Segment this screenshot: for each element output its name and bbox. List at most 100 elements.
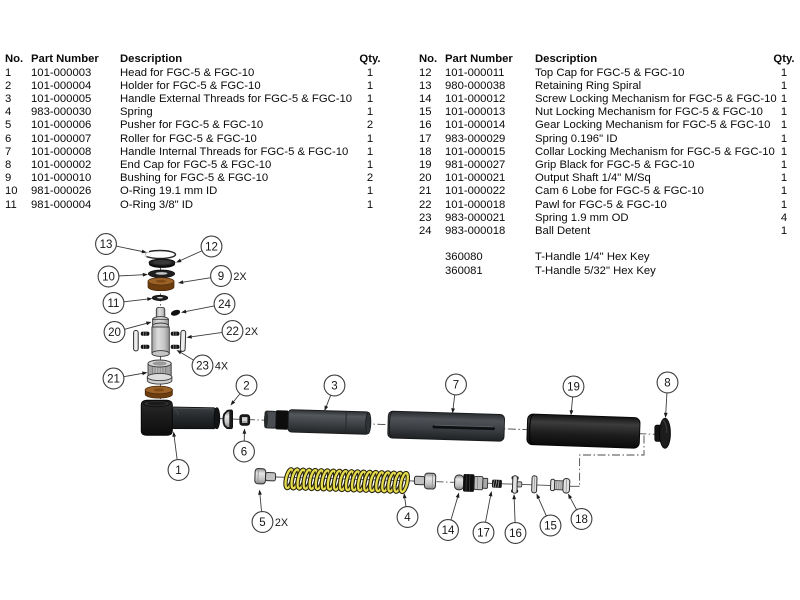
cell-qty: 1 [366,92,374,105]
part-pusher-5-right [413,472,437,490]
cell-no: 13 [419,79,432,92]
leader-arrowhead [258,489,262,495]
part-screw-locking-14-shape [454,474,465,491]
part-pusher-5-left-shape [264,471,277,482]
leader-line [513,497,516,523]
cell-no: 21 [419,185,432,198]
balloon-circle [437,519,459,541]
leader-arrowhead [324,405,329,411]
leader-line [570,396,574,412]
cell-part-number: 983-000030 [31,106,92,119]
part-bushing-9-shape [155,279,167,283]
part-spring-4 [283,467,411,495]
balloon-circle [95,233,117,255]
balloon-11: 11 [102,292,153,314]
balloon-number: 8 [664,378,670,390]
balloon-number: 22 [226,326,239,338]
leader-arrowhead [451,408,456,414]
leader-arrowhead [142,272,148,277]
leader-line [118,274,145,277]
balloon-number: 12 [205,242,218,254]
leader-arrowhead [512,494,517,500]
leader-arrowhead [488,491,493,497]
balloon-circle [103,321,126,343]
cell-no: 6 [5,132,12,145]
balloon-circle [97,265,120,288]
part-o-ring-10 [147,269,176,278]
leader-arrowhead [147,297,153,301]
cell-part-number: 101-000011 [445,66,505,79]
part-output-shaft-20 [151,307,170,357]
balloon-circle [539,514,562,537]
leader-line [325,395,332,408]
part-pawl-22-left-shape [133,329,139,352]
cell-part-number: 101-000005 [31,92,92,105]
part-collar-locking-18-shape [565,478,567,493]
part-pawl-22-right [179,329,187,352]
part-screw-locking-14-shape [462,474,475,492]
leader-line [537,496,547,517]
cell-qty: 1 [366,158,374,171]
cell-part-number: 360081 [445,264,483,277]
part-bushing-9-lower-shape [153,388,165,392]
part-handle-external-threads-3-shape [275,410,289,430]
part-screw-locking-14-shape [465,474,471,492]
balloon-number: 18 [575,514,588,526]
cell-qty: 1 [780,92,788,105]
balloon-number: 2 [243,381,249,393]
cell-description: T-Handle 5/32" Hex Key [535,264,656,277]
cell-no: 15 [419,106,432,119]
cell-no: 10 [5,185,18,198]
leader-arrowhead [172,431,177,437]
cell-description: T-Handle 1/4" Hex Key [535,251,650,264]
cell-description: End Cap for FGC-5 & FGC-10 [120,158,272,171]
part-grip-19-shape [529,413,534,445]
cell-part-number: 101-000022 [445,185,506,198]
cell-description: O-Ring 19.1 mm ID [120,185,218,198]
cell-no: 1 [5,66,12,79]
cell-description: Spring 0.196" ID [535,132,618,145]
part-spring-17 [491,479,502,488]
balloon-number: 7 [453,380,459,392]
balloon-circle [504,522,527,544]
part-handle-external-threads-3-shape [287,409,371,435]
leader-arrowhead [242,428,247,434]
part-pawl-22-right-shape [179,329,187,352]
cell-qty: 1 [780,145,788,158]
part-cam-21 [146,359,173,385]
part-top-cap-12-shape [152,260,172,265]
leader-line [404,496,407,507]
balloon-number: 24 [218,299,231,311]
cell-qty: 1 [780,158,788,171]
balloon-number: 4 [404,512,411,524]
cell-part-number: 101-000004 [31,79,92,92]
balloon-10: 10 [97,265,148,288]
balloon-circle [167,459,190,481]
balloon-21: 21 [102,367,148,390]
part-gear-locking-16 [511,475,523,494]
balloon-circle [102,367,125,390]
balloon-number: 23 [196,361,209,373]
part-collar-locking-18 [549,477,571,494]
cell-part-number: 101-000002 [31,158,92,171]
cell-part-number: 101-000003 [31,66,92,79]
cell-part-number: 981-000004 [31,198,92,211]
balloon-circle [562,375,585,398]
balloon-number: 20 [108,327,121,339]
part-roller-6 [239,414,251,426]
part-o-ring-10-shape [155,272,168,275]
spring-coil-loop [399,471,410,494]
balloon-6: 6 [233,428,255,463]
part-end-cap-8-shape [662,419,668,434]
column-header-no: No. [5,53,24,66]
cell-no: 2 [5,79,12,92]
part-top-cap-12 [148,258,176,268]
balloon-24: 24 [181,293,236,315]
balloon-circle [210,265,232,287]
cell-no: 24 [419,224,432,237]
balloon-3: 3 [323,374,346,411]
leader-arrowhead [186,334,192,339]
cell-no: 11 [5,198,17,211]
cell-part-number: 101-000010 [31,172,92,185]
